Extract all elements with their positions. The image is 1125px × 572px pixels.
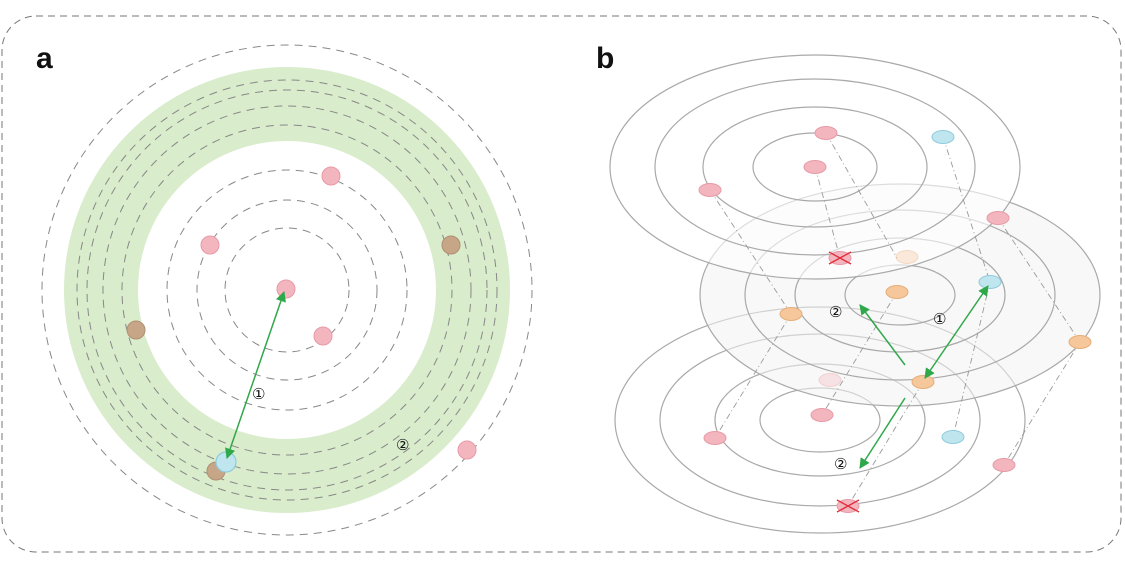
projection-line bbox=[709, 189, 792, 315]
projection-line bbox=[821, 291, 898, 416]
node-brown bbox=[126, 320, 146, 340]
annotation-step-two: ② bbox=[829, 303, 842, 321]
node-pink bbox=[810, 408, 834, 422]
projection-line bbox=[714, 313, 792, 439]
annotation-step-one: ① bbox=[252, 385, 265, 403]
node-pink bbox=[321, 166, 341, 186]
neighborhood-band bbox=[64, 67, 510, 513]
node-pink bbox=[457, 440, 477, 460]
node-pink bbox=[313, 326, 333, 346]
annotation-step-two: ② bbox=[834, 455, 847, 473]
cross-icon bbox=[828, 251, 852, 265]
layer-top-ring-3 bbox=[702, 106, 928, 228]
node-blue bbox=[941, 430, 965, 444]
node-orange bbox=[911, 375, 935, 389]
panel-b: b bbox=[596, 42, 1101, 534]
outer-frame bbox=[1, 15, 1122, 553]
node-pink bbox=[992, 458, 1016, 472]
ring-8 bbox=[41, 44, 533, 536]
search-arrow bbox=[225, 291, 286, 459]
node-pink bbox=[703, 431, 727, 445]
panel-a: a ① ② bbox=[36, 42, 533, 536]
node-pink bbox=[276, 279, 296, 299]
node-blue bbox=[215, 451, 237, 473]
node-orange bbox=[1068, 335, 1092, 349]
ring-3 bbox=[166, 169, 408, 411]
node-pink bbox=[698, 183, 722, 197]
projection-line bbox=[825, 132, 898, 259]
node-blue bbox=[931, 130, 955, 144]
annotation-step-two: ② bbox=[396, 436, 409, 454]
node-brown bbox=[441, 235, 461, 255]
panel-b-nodes bbox=[698, 126, 1092, 472]
node-pink bbox=[200, 235, 220, 255]
ring-7 bbox=[76, 79, 498, 501]
projection-line bbox=[997, 217, 1081, 343]
ring-2 bbox=[196, 199, 378, 381]
node-orange bbox=[885, 285, 909, 299]
arrow-step-two-down bbox=[859, 397, 906, 469]
ring-6 bbox=[86, 89, 488, 491]
node-blue bbox=[978, 275, 1002, 289]
node-pink-faded bbox=[818, 373, 842, 387]
projection-line bbox=[814, 166, 841, 259]
arrow-step-one bbox=[924, 285, 989, 379]
projection-line bbox=[847, 381, 924, 507]
node-pink bbox=[814, 126, 838, 140]
layer-top-ring-2 bbox=[654, 78, 976, 256]
node-pink bbox=[986, 211, 1010, 225]
arrow-step-two-up bbox=[859, 304, 906, 366]
annotation-step-one: ① bbox=[933, 310, 946, 328]
cross-icon bbox=[836, 499, 860, 513]
ring-1 bbox=[224, 227, 350, 353]
node-orange bbox=[779, 307, 803, 321]
panel-a-label: a bbox=[36, 42, 53, 75]
panel-b-label: b bbox=[596, 42, 614, 75]
cross-stroke bbox=[828, 251, 852, 265]
panel-b-arrows bbox=[859, 285, 989, 469]
node-orange-faded bbox=[895, 250, 919, 264]
panel-a-nodes bbox=[126, 166, 477, 481]
ring-4 bbox=[121, 124, 453, 456]
dashed-rings bbox=[41, 44, 533, 536]
node-pink bbox=[803, 160, 827, 174]
ring-5 bbox=[102, 105, 472, 475]
cross-stroke bbox=[836, 499, 860, 513]
projection-line bbox=[1003, 341, 1081, 466]
